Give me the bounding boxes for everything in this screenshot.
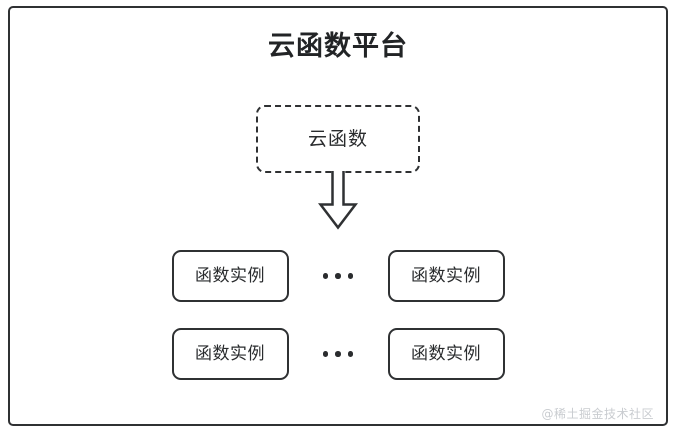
- ellipsis-dot: [335, 351, 341, 357]
- function-instance-box: 函数实例: [387, 250, 505, 302]
- ellipsis-dot: [322, 273, 329, 279]
- ellipsis-dot: [347, 273, 354, 279]
- page-title: 云函数平台: [268, 31, 408, 62]
- ellipsis-dot: [322, 351, 329, 357]
- cloud-function-node: 云函数: [256, 105, 420, 173]
- function-instance-label: 函数实例: [195, 265, 265, 286]
- ellipsis-dot: [347, 351, 354, 357]
- cloud-function-label: 云函数: [307, 127, 368, 150]
- function-instance-label: 函数实例: [195, 343, 265, 364]
- ellipsis-icon: [289, 250, 388, 302]
- function-instance-box: 函数实例: [387, 328, 505, 380]
- function-instance-box: 函数实例: [171, 250, 289, 302]
- instance-row-1: 函数实例 函数实例: [8, 250, 668, 302]
- function-instance-box: 函数实例: [171, 328, 289, 380]
- arrow-down-icon: [318, 170, 358, 230]
- ellipsis-dot: [335, 273, 341, 279]
- watermark: @稀土掘金技术社区: [541, 407, 654, 421]
- instance-row-2: 函数实例 函数实例: [8, 328, 668, 380]
- function-instance-label: 函数实例: [411, 265, 481, 286]
- function-instance-label: 函数实例: [411, 343, 481, 364]
- ellipsis-icon: [289, 328, 388, 380]
